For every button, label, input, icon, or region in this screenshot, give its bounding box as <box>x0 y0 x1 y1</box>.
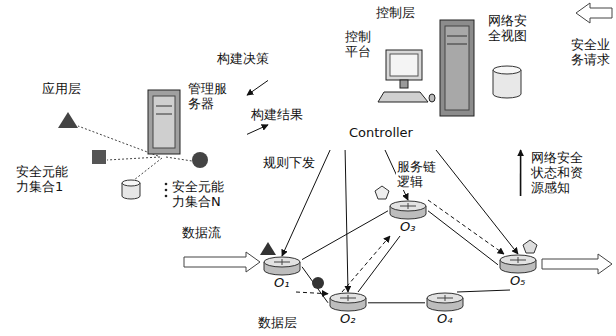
capability-set: 安全元能力集合1 <box>16 165 78 199</box>
monitor <box>386 50 422 80</box>
management-server: 管理服务器 <box>140 82 240 162</box>
node-label: O₅ <box>510 274 525 289</box>
node-label: O₄ <box>437 312 452 327</box>
data-flow-in-arrow <box>184 252 260 272</box>
ellipsis-dot <box>165 183 168 186</box>
capability-set: 安全元能力集合N <box>172 180 228 214</box>
edge-label: 网络安全状态和资源感知 <box>530 151 585 196</box>
database-top <box>493 66 521 74</box>
router-mark <box>340 295 356 301</box>
tower-slot <box>447 44 467 45</box>
connector <box>436 150 518 254</box>
dashed-link <box>107 157 160 160</box>
control-layer-plane: 控制层控制平台 Controller 网络安全视图 <box>268 2 568 150</box>
application-layer-plane: 应用层 管理服务器安全元能力集合1 安全元能力集合N <box>12 72 247 217</box>
ellipsis-dot <box>165 189 168 192</box>
service-chain-arrow <box>296 292 328 294</box>
security-element-pentagon <box>523 240 537 253</box>
connector <box>428 211 498 265</box>
security-element-circle <box>312 277 324 289</box>
edge-label: 规则下发 <box>262 156 316 171</box>
request-label: 安全业务请求 <box>570 38 612 68</box>
node-label: 管理服务器 <box>188 82 228 112</box>
dashed-link <box>78 126 158 156</box>
router-mark <box>274 259 290 265</box>
screen <box>390 54 418 76</box>
server-slot <box>156 106 172 114</box>
connector <box>302 267 328 303</box>
router-mark <box>437 295 453 301</box>
node-label: 数据层 <box>258 316 297 331</box>
router-top <box>390 201 426 211</box>
router-top <box>427 293 463 303</box>
node-sublabel: Controller <box>349 126 413 141</box>
connector <box>368 302 425 303</box>
service-chain-arrow <box>428 200 504 254</box>
server-tower <box>440 20 474 116</box>
connector <box>457 290 510 292</box>
capability-triangle <box>58 112 78 128</box>
connector <box>247 125 268 135</box>
router-node: O₁ <box>262 256 302 292</box>
plane-outline <box>13 73 245 215</box>
security-element-triangle <box>260 242 276 255</box>
security-view-db: 网络安全视图 <box>485 14 530 102</box>
data-layer-plane: 数据层 O₁ O₂ O₃ O₄ O₅ <box>178 196 610 334</box>
monitor-stand <box>400 80 408 88</box>
router-node: O₅ <box>498 254 538 290</box>
mouse <box>429 94 435 102</box>
connector <box>358 236 400 292</box>
capability-circle <box>192 152 208 168</box>
dashed-link <box>166 157 192 161</box>
security-element-pentagon <box>375 186 389 199</box>
connector <box>520 150 522 196</box>
node-label: O₁ <box>274 276 289 291</box>
node-label: 安全元能力集合N <box>172 180 227 210</box>
edge-label: 构建决策 <box>216 52 270 67</box>
node-label: 应用层 <box>42 82 81 97</box>
tower-front <box>445 26 469 110</box>
router-top <box>330 293 366 303</box>
tower-body <box>440 20 474 116</box>
request-arrow <box>576 3 612 23</box>
dashed-link <box>134 158 162 180</box>
plane-outline <box>269 3 566 149</box>
service-chain-arrow <box>342 236 390 292</box>
node-label: 网络安全视图 <box>488 14 528 44</box>
connector <box>302 211 388 260</box>
capability-cylinder <box>122 180 140 199</box>
computer-icon <box>378 50 435 102</box>
node-label: O₂ <box>340 312 355 327</box>
edge-label: 服务链逻辑 <box>396 160 438 190</box>
control-platform: 控制平台 Controller <box>345 30 480 142</box>
connector <box>247 80 268 95</box>
node-label: 控制层 <box>376 6 415 21</box>
server-body <box>148 90 180 154</box>
edge-label: 构建结果 <box>250 108 304 123</box>
data-flow-label: 数据流 <box>181 226 222 241</box>
router-mark <box>510 257 526 263</box>
router-top <box>264 257 300 267</box>
node-label: 安全元能力集合1 <box>16 165 77 195</box>
plane-outline <box>180 198 608 332</box>
ellipsis-dot <box>165 195 168 198</box>
tower-slot <box>447 36 467 37</box>
capability-square <box>92 150 106 164</box>
server-front <box>153 96 175 148</box>
node-label: 控制平台 <box>345 30 372 60</box>
node-label: O₃ <box>400 220 415 235</box>
router-top <box>500 255 536 265</box>
router-node: O₄ <box>425 292 465 328</box>
data-flow-out-arrow <box>542 254 612 274</box>
cylinder-top <box>122 180 140 186</box>
router-node: O₂ <box>328 292 368 328</box>
router-node: O₃ <box>388 200 428 236</box>
router-mark <box>400 203 416 209</box>
connector <box>345 150 348 292</box>
keyboard <box>378 92 428 102</box>
